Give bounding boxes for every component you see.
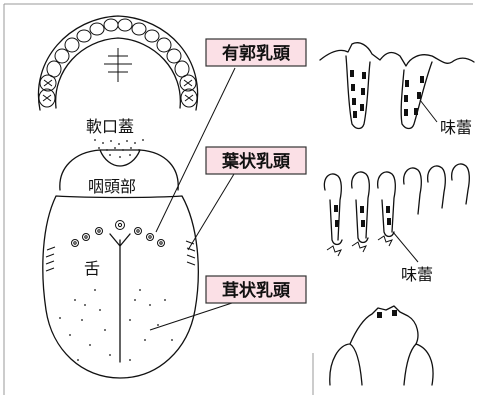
leader-taste-bud-1 <box>420 100 437 122</box>
foliate-label: 葉状乳頭 <box>221 151 291 172</box>
foliate-section-drawing <box>324 164 469 256</box>
pharynx-label: 咽頭部 <box>88 177 136 196</box>
foliate-ridges-left <box>46 247 55 271</box>
taste-bud-label-1: 味蕾 <box>440 118 472 137</box>
soft-palate-dots <box>94 139 144 158</box>
tongue-label: 舌 <box>84 259 100 278</box>
label-foliate: 葉状乳頭 <box>206 147 306 174</box>
foliate-ridges-right <box>186 241 195 265</box>
label-circumvallate: 有郭乳頭 <box>206 39 306 66</box>
fungiform-inner <box>350 344 416 385</box>
palate-ridges <box>104 48 132 82</box>
label-fungiform: 茸状乳頭 <box>206 276 306 303</box>
papilla-left-trench <box>346 56 370 129</box>
uvula-outline <box>100 150 140 166</box>
circumvallate-label: 有郭乳頭 <box>222 43 291 64</box>
taste-bud-blocks <box>350 70 424 118</box>
fungiform-taste-buds <box>377 310 397 318</box>
upper-jaw-drawing <box>38 16 197 158</box>
foliate-glands <box>327 236 392 256</box>
circumvallate-section-drawing <box>320 43 474 129</box>
fungiform-dots <box>59 289 173 361</box>
fungiform-section-drawing <box>330 306 433 385</box>
leader-foliate <box>188 174 234 250</box>
soft-palate-label: 軟口蓋 <box>86 117 134 136</box>
taste-bud-label-2: 味蕾 <box>401 265 433 284</box>
foliate-ridges-section <box>324 164 469 240</box>
fungiform-label: 茸状乳頭 <box>222 280 291 301</box>
papilla-top-surface <box>320 43 474 66</box>
leader-taste-bud-2 <box>393 232 418 262</box>
